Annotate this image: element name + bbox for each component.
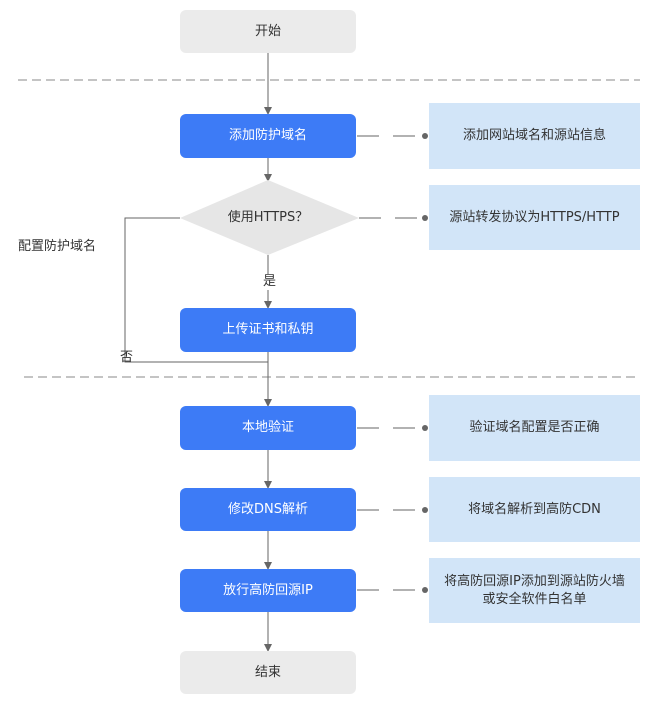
dns-note: 将域名解析到高防CDN [429, 477, 640, 542]
note-connector-verify [357, 425, 428, 431]
allow-ip-node: 放行高防回源IP [180, 569, 356, 612]
ip-note: 将高防回源IP添加到源站防火墙 或安全软件白名单 [429, 558, 640, 623]
upload-cert-node: 上传证书和私钥 [180, 308, 356, 352]
modify-dns-node: 修改DNS解析 [180, 488, 356, 531]
note-connector-ip [357, 587, 428, 593]
add-domain-node: 添加防护域名 [180, 114, 356, 158]
local-verify-node: 本地验证 [180, 406, 356, 450]
no-label: 否 [120, 350, 134, 365]
yes-label: 是 [262, 274, 278, 290]
note-connector-add [357, 133, 428, 139]
note-connector-dns [357, 507, 428, 513]
https-note: 源站转发协议为HTTPS/HTTP [429, 185, 640, 250]
start-node: 开始 [180, 10, 356, 53]
note-connector-https [359, 215, 428, 221]
use-https-decision: 使用HTTPS？ [227, 210, 309, 225]
decision-diamond-shape [180, 180, 359, 255]
verify-note: 验证域名配置是否正确 [429, 395, 640, 461]
no-branch-path [124, 217, 268, 363]
add-domain-note: 添加网站域名和源站信息 [429, 103, 640, 169]
ip-note-line2: 或安全软件白名单 [482, 591, 587, 607]
section-label: 配置防护域名 [18, 239, 97, 254]
end-node: 结束 [180, 651, 356, 694]
ip-note-line1: 将高防回源IP添加到源站防火墙 [444, 573, 625, 589]
